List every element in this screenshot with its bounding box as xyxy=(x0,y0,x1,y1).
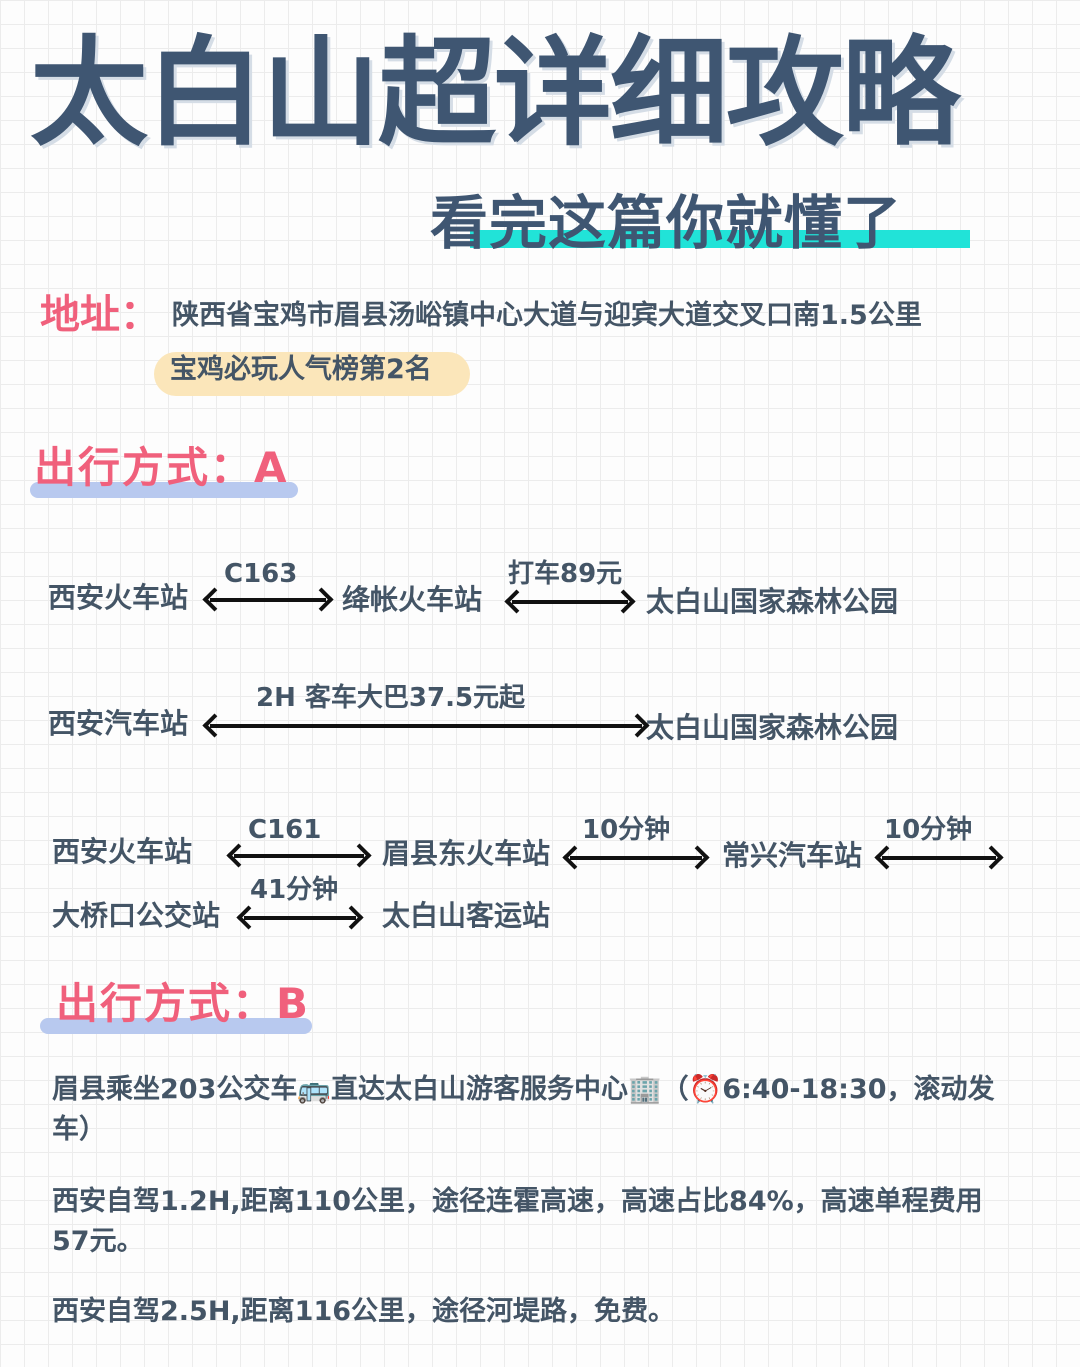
section-b-highlight xyxy=(40,1018,312,1034)
route1-to: 太白山国家森林公园 xyxy=(646,585,899,618)
route1-leg1-label: C163 xyxy=(224,559,298,589)
section-a-heading: 出行方式：A xyxy=(30,440,298,498)
subtitle: 看完这篇你就懂了 xyxy=(430,189,903,257)
popularity-rank: 宝鸡必玩人气榜第2名 xyxy=(170,354,432,385)
route3-stop3: 大桥口公交站 xyxy=(52,899,221,932)
bus-info: 眉县乘坐203公交车🚌直达太白山游客服务中心🏢（⏰6:40-18:30，滚动发车… xyxy=(52,1074,995,1145)
route1-mid: 绛帐火车站 xyxy=(342,583,483,616)
route2-from: 西安汽车站 xyxy=(48,707,189,740)
drive-option-1: 西安自驾1.2H,距离110公里，途径连霍高速，高速占比84%，高速单程费用57… xyxy=(52,1186,983,1257)
route3-leg2-label: 10分钟 xyxy=(582,815,671,845)
route1-arrow-1 xyxy=(202,587,330,612)
route1-arrow-2 xyxy=(504,589,632,614)
route3-stop2: 常兴汽车站 xyxy=(722,839,863,872)
route3-from: 西安火车站 xyxy=(52,835,193,868)
route2-to: 太白山国家森林公园 xyxy=(646,711,899,744)
route3-stop1: 眉县东火车站 xyxy=(382,837,551,870)
drive-option-2: 西安自驾2.5H,距离116公里，途径河堤路，免费。 xyxy=(52,1296,676,1327)
route3-leg1-label: C161 xyxy=(248,815,322,845)
route3-leg3-label: 10分钟 xyxy=(884,815,973,845)
route1-from: 西安火车站 xyxy=(48,581,189,614)
section-b-title: 出行方式：B xyxy=(56,979,311,1028)
section-a-highlight xyxy=(30,482,298,498)
subtitle-block: 看完这篇你就懂了 xyxy=(430,188,970,258)
rank-highlight xyxy=(154,352,470,396)
route1-leg2-label: 打车89元 xyxy=(508,559,623,589)
route3-arrow-3 xyxy=(874,845,1000,870)
section-a-title: 出行方式：A xyxy=(34,443,289,492)
route2-leg-label: 2H 客车大巴37.5元起 xyxy=(256,683,526,713)
route3-arrow-2 xyxy=(562,845,706,870)
route3-leg4-label: 41分钟 xyxy=(250,875,339,905)
route2-arrow xyxy=(202,713,646,738)
route3-arrow-1 xyxy=(226,843,368,868)
address-value: 陕西省宝鸡市眉县汤峪镇中心大道与迎宾大道交叉口南1.5公里 xyxy=(172,300,922,331)
section-b-heading: 出行方式：B xyxy=(40,976,312,1034)
subtitle-highlight xyxy=(470,230,970,248)
address-label: 地址： xyxy=(40,292,160,338)
route3-arrow-4 xyxy=(236,905,360,930)
route3-to: 太白山客运站 xyxy=(382,899,551,932)
page-title: 太白山超详细攻略 xyxy=(30,24,960,162)
